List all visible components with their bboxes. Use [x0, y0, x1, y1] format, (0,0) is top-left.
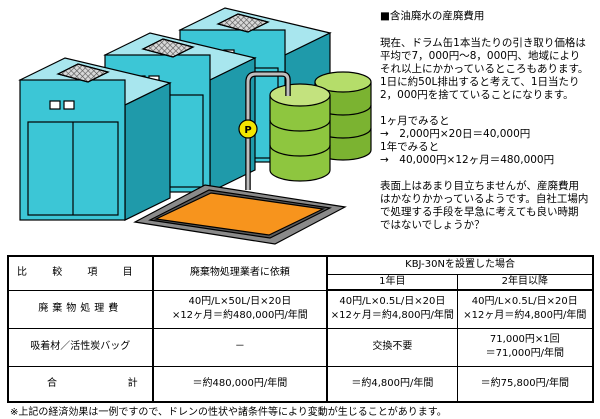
cost-comparison-table: 比 較 項 目 廃棄物処理業者に依頼 KBJ-30Nを設置した場合 1年目 2年… — [7, 255, 594, 403]
table-cell: ＝約75,800円/年間 — [456, 365, 594, 403]
pump-icon: P — [238, 119, 258, 139]
section-title: ■含油廃水の産廃費用 — [380, 10, 485, 22]
header-item: 比 較 項 目 — [7, 255, 154, 291]
text-line: 1ヶ月でみると — [380, 115, 450, 127]
table-cell: 40円/L×0.5L/日×20日 ×12ヶ月＝約4,800円/年間 — [326, 289, 458, 329]
text-line: 表面上はあまり目立ちませんが、産廃費用 — [380, 180, 579, 192]
text-line: → 40,000円×12ヶ月＝480,000円 — [380, 154, 555, 166]
text-line: 平均で7，000円～8，000円、地域により — [380, 50, 581, 62]
table-header-row: 比 較 項 目 廃棄物処理業者に依頼 KBJ-30Nを設置した場合 — [7, 255, 594, 291]
oil-tray — [133, 184, 347, 245]
text-line: 1日に約50L排出すると考えて、1日当たり — [380, 76, 580, 88]
text-line: → 2,000円×20日＝40,000円 — [380, 128, 531, 140]
text-line: 2，000円を捨てていることになります。 — [380, 89, 574, 101]
table-cell: 71,000円×1回 ＝71,000円/年間 — [456, 327, 594, 367]
header-year1: 1年目 — [326, 273, 458, 291]
table-cell: 交換不要 — [326, 327, 458, 367]
row-label: 吸着材／活性炭バッグ — [7, 327, 154, 367]
table-total-row: 合 計 ＝約480,000円/年間 ＝約4,800円/年間 ＝約75,800円/… — [7, 365, 594, 403]
pipe — [245, 71, 291, 190]
table-subheader-row: 1年目 2年目以降 — [8, 273, 594, 291]
text-line: はかなりかかっているようです。自社工場内 — [380, 193, 589, 205]
machines-illustration: P — [18, 7, 372, 245]
text-line: それ以上にかかっているところもあります。 — [380, 63, 589, 75]
table-cell: 40円/L×50L/日×20日 ×12ヶ月＝約480,000円/年間 — [152, 289, 329, 329]
text-line: 1年でみると — [380, 141, 440, 153]
text-line: ではないでしょうか？ — [380, 219, 485, 231]
oil-drum-front — [269, 83, 331, 182]
header-disposal: 廃棄物処理業者に依頼 — [152, 255, 329, 291]
description-text: ■含油廃水の産廃費用 現在、ドラム缶1本当たりの引き取り価格は 平均で7，000… — [380, 10, 598, 245]
header-year2: 2年目以降 — [456, 273, 594, 291]
table-cell: ＝約480,000円/年間 — [152, 365, 329, 403]
paragraph-calculation: 1ヶ月でみると → 2,000円×20日＝40,000円 1年でみると → 40… — [380, 115, 598, 167]
table-cell: ＝約4,800円/年間 — [326, 365, 458, 403]
row-label-total: 合 計 — [7, 365, 154, 403]
table-row: 吸着材／活性炭バッグ － 交換不要 71,000円×1回 ＝71,000円/年間 — [7, 327, 594, 367]
pump-label: P — [244, 125, 251, 136]
machine-front — [18, 57, 172, 221]
text-line: で処理する手段を早急に考えても良い時期 — [380, 206, 579, 218]
header-kbj: KBJ-30Nを設置した場合 — [326, 255, 594, 275]
text-line: 現在、ドラム缶1本当たりの引き取り価格は — [380, 37, 586, 49]
row-label: 廃棄物処理費 — [7, 289, 154, 329]
paragraph-cost: 現在、ドラム缶1本当たりの引き取り価格は 平均で7，000円～8，000円、地域… — [380, 37, 598, 102]
table-cell: － — [152, 327, 329, 367]
table-cell: 40円/L×0.5L/日×20日 ×12ヶ月＝約4,800円/年間 — [456, 289, 594, 329]
paragraph-conclusion: 表面上はあまり目立ちませんが、産廃費用 はかなりかかっているようです。自社工場内… — [380, 180, 598, 232]
footnote: ※上記の経済効果は一例ですので、ドレンの性状や諸条件等により変動が生じることがあ… — [10, 407, 447, 418]
table-row: 廃棄物処理費 40円/L×50L/日×20日 ×12ヶ月＝約480,000円/年… — [7, 289, 594, 329]
